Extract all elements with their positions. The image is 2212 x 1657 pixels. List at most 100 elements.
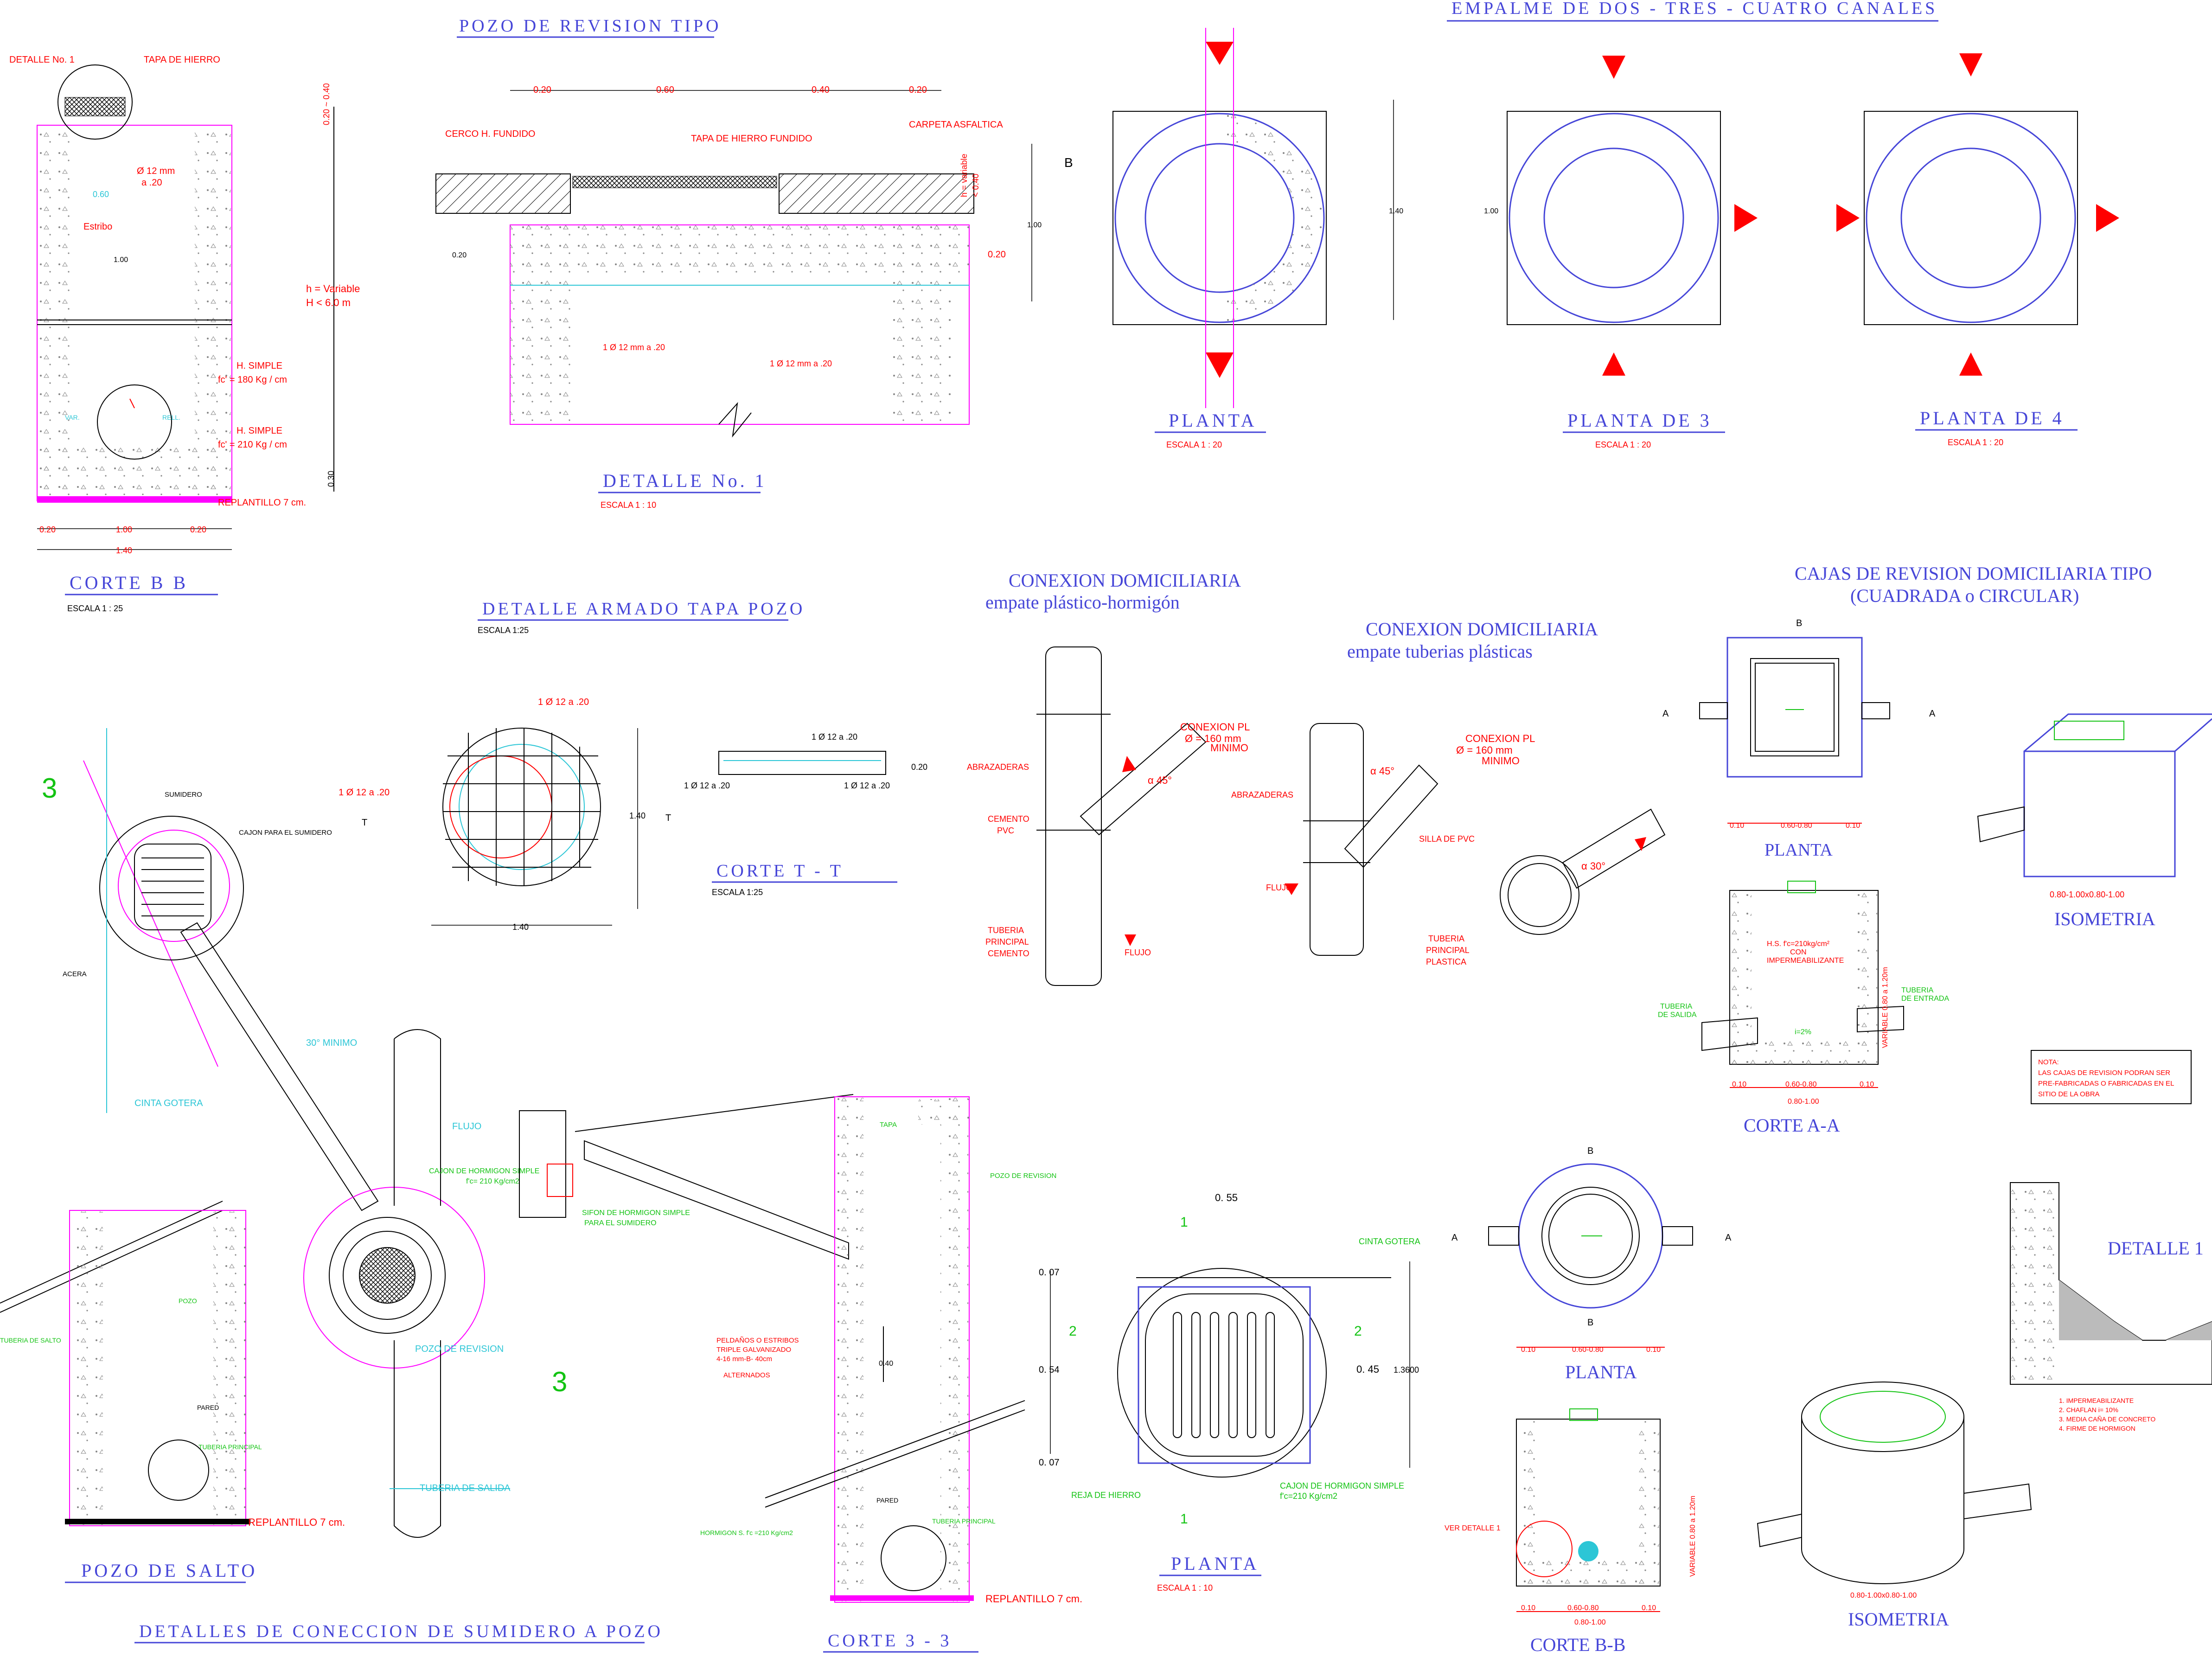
label-d140: 1.40 [1389,207,1403,215]
dim-top-2: 0.40 [812,85,830,95]
label-hs2: H. SIMPLE [237,426,282,436]
label-t-right: T [665,813,671,823]
ps-grate [1145,1293,1304,1457]
ps-outer [1117,1268,1327,1478]
title-conexion1-b: empate plástico-hormigón [985,592,1180,613]
cajas-section: CAJAS DE REVISION DOMICILIARIA TIPO (CUA… [1658,563,2212,1136]
silla-circle [1500,855,1579,935]
cbb-dim-1: 0.60-0.80 [1567,1604,1599,1612]
ground-right [779,173,974,214]
title-planta-circ: PLANTA [1565,1362,1637,1382]
cc-pipe-r [1662,1226,1693,1246]
tubo-sumidero [180,922,379,1211]
planta4-outer [1866,113,2076,323]
corte-aa-wall-l [1731,891,1752,1063]
label-a-right: A [1929,709,1936,719]
salto-pipe [148,1439,209,1501]
title-corte-tt: CORTE T - T [716,861,844,881]
pipe-mark [129,398,135,409]
title-planta-de4: PLANTA DE 4 [1920,408,2065,429]
label-b: B [1064,155,1073,170]
label-h2: < 0.40 [971,173,980,197]
corte33-section: CAJON DE HORMIGON SIMPLE f'c= 210 Kg/cm2… [429,1094,1082,1653]
dim-top-3: 0.20 [909,85,927,95]
sifon [547,1164,573,1197]
caja-planta-inner [1750,658,1839,756]
nota-3: SITIO DE LA OBRA [2038,1090,2100,1098]
scale-corte-tt: ESCALA 1:25 [712,888,763,897]
cbb-dim-2: 0.10 [1642,1604,1656,1612]
cbb-lid [1569,1408,1598,1421]
pozo-33-wall-l [836,1098,863,1601]
label-cem1: CEMENTO [988,814,1029,824]
title-planta-sumidero: PLANTA [1171,1553,1259,1574]
caja-dim-1: 0.60-0.80 [1781,822,1812,830]
conexion2-section: CONEXION DOMICILIARIA empate tuberias pl… [1231,619,1666,966]
sumidero-bars [141,857,204,916]
planta3-square [1507,111,1721,325]
ca-dim-1: 0.60-0.80 [1785,1081,1817,1088]
label-acera: ACERA [63,970,87,978]
pozo-ring2 [343,1231,432,1320]
label-h2: H < 6.0 m [306,297,351,308]
tubo-pl [1080,723,1207,836]
cbb-tot: 0.80-1.00 [1574,1619,1606,1626]
label-salto-repl: REPLANTILLO 7 cm. [248,1516,345,1528]
iso-cube-lid [2054,721,2124,740]
cc-dim-2: 0.10 [1646,1346,1661,1354]
tubo-pl-30 [1562,808,1666,889]
label-sifon2: PARA EL SUMIDERO [584,1219,657,1227]
title-pozo-revision: POZO DE REVISION TIPO [459,16,721,36]
title-corte-bb: CORTE B B [70,572,188,593]
conexion1-section: CONEXION DOMICILIARIA empate plástico-ho… [967,570,1250,986]
label-pel1: PELDAÑOS O ESTRIBOS [716,1337,799,1344]
label-c2-tub3: PLASTICA [1426,957,1466,966]
empalmes-section: EMPALME DE DOS - TRES - CUATRO CANALES B… [1064,0,2119,449]
tapa-fundido [572,176,777,188]
label-pel4: ALTERNADOS [723,1371,770,1379]
label-con: CON [1790,948,1807,956]
title-conexion1-a: CONEXION DOMICILIARIA [1009,570,1241,591]
label-tsal: TUBERIA DE SALIDA [420,1483,511,1493]
label-b100: 1.00 [116,525,132,534]
title-isometria: ISOMETRIA [2054,908,2155,929]
det1-chaflan-r [2166,1322,2212,1340]
ca-tot: 0.80-1.00 [1788,1098,1819,1106]
label-ps-cajon1: CAJON DE HORMIGON SIMPLE [1280,1481,1404,1491]
label-rel: RELL. [162,414,180,421]
label-var: VAR. [65,414,80,421]
label-d040: 0.40 [879,1360,893,1368]
label-min: MINIMO [1210,742,1248,754]
label-d007a: 0. 07 [1039,1267,1059,1278]
label-min30: 30° MINIMO [306,1038,357,1048]
ground-33b [765,1400,1025,1508]
flow-arrow-c1a [1122,756,1136,772]
label-c2-tub1: TUBERIA [1428,934,1464,943]
ground-33 [575,1094,854,1132]
label-tsal2: DE SALIDA [1658,1011,1697,1019]
tubo-principal [1045,646,1102,986]
label-ctt2: 1 Ø 12 a .20 [684,781,730,790]
label-d060: 0.60 [93,190,109,199]
caja-pipe-left [1699,702,1728,719]
planta4-inner [1900,147,2041,288]
title-cajas-b: (CUADRADA o CIRCULAR) [1850,585,2079,606]
label-phi2: 1 Ø 12 mm a .20 [770,359,832,368]
label-phi: Ø = 160 mm [1185,733,1241,744]
title-pozo-salto: POZO DE SALTO [81,1560,257,1581]
title-corte-bb2: CORTE B-B [1530,1634,1625,1655]
label-b020b: 0.20 [190,525,206,534]
title-detalle-no1: DETALLE No. 1 [603,470,767,491]
flow-arrow-bottom [1206,352,1234,378]
nota-0: NOTA: [2038,1058,2059,1066]
planta4-arrow-right [2096,204,2119,232]
label-ver: VER DETALLE 1 [1445,1524,1501,1532]
label-repl-33: REPLANTILLO 7 cm. [985,1593,1082,1605]
label-pel3: 4-16 mm-B- 40cm [716,1355,772,1363]
iso-cube-top [2024,713,2212,752]
label-ctt3: 1 Ø 12 a .20 [844,781,890,790]
title-detalles-conexion: DETALLES DE CONECCION DE SUMIDERO A POZO [139,1622,663,1641]
label-n2-left: 2 [1069,1324,1077,1339]
label-estribo: Estribo [83,222,112,232]
scale-corte-bb: ESCALA 1 : 25 [67,604,123,613]
